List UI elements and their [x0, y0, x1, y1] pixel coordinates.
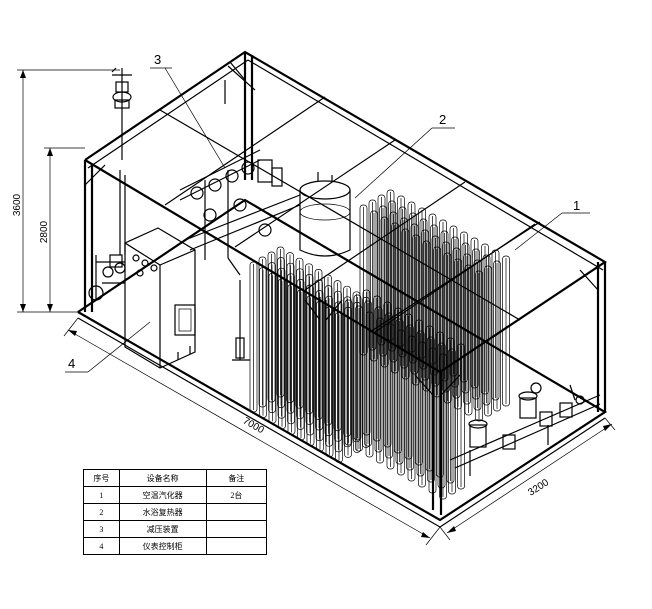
callout-label: 4 [68, 356, 75, 371]
table-cell: 3 [83, 520, 120, 538]
table-cell [205, 520, 268, 538]
vent-valve [111, 67, 132, 160]
table-row: 4 仪表控制柜 [83, 537, 268, 555]
vaporizer-bank-rear [359, 189, 510, 422]
table-cell [205, 503, 268, 521]
dim-width: 3200 [526, 477, 551, 499]
callout-1: 1 [514, 198, 590, 251]
callout-3: 3 [150, 52, 226, 169]
table-cell: 空温汽化器 [118, 486, 207, 504]
table-cell: 仪表控制柜 [118, 537, 207, 555]
table-row: 1 空温汽化器 2台 [83, 486, 268, 504]
pressure-reducing-device [179, 149, 301, 361]
callout-2: 2 [354, 112, 455, 199]
callout-label: 2 [439, 112, 446, 127]
table-cell: 2 [83, 503, 120, 521]
table-cell: 1 [83, 486, 120, 504]
header-cell: 设备名称 [118, 469, 207, 487]
water-bath-reheater [299, 172, 351, 257]
vaporizer-bank-front [249, 246, 465, 500]
dim-overall-height: 3600 [12, 193, 23, 216]
header-cell: 备注 [205, 469, 268, 487]
frame-posts [83, 52, 607, 515]
dim-frame-height: 2800 [39, 220, 50, 243]
equipment-legend-table: 序号 设备名称 备注 1 空温汽化器 2台 2 水浴复热器 3 减压装置 4 仪… [83, 469, 268, 555]
table-row: 3 减压装置 [83, 520, 268, 538]
table-cell: 水浴复热器 [118, 503, 207, 521]
table-cell: 2台 [205, 486, 268, 504]
dimension-lines [17, 69, 616, 546]
table-cell [205, 537, 268, 555]
table-header-row: 序号 设备名称 备注 [83, 469, 268, 487]
table-cell: 4 [83, 537, 120, 555]
table-cell: 减压装置 [118, 520, 207, 538]
callout-4: 4 [65, 321, 151, 373]
header-cell: 序号 [83, 469, 120, 487]
frame-base [77, 198, 608, 528]
callout-label: 1 [573, 198, 580, 213]
left-valve-cluster [88, 170, 126, 301]
table-row: 2 水浴复热器 [83, 503, 268, 521]
instrument-control-cabinet [124, 227, 196, 369]
outlet-piping [449, 382, 601, 476]
callout-label: 3 [154, 52, 161, 67]
